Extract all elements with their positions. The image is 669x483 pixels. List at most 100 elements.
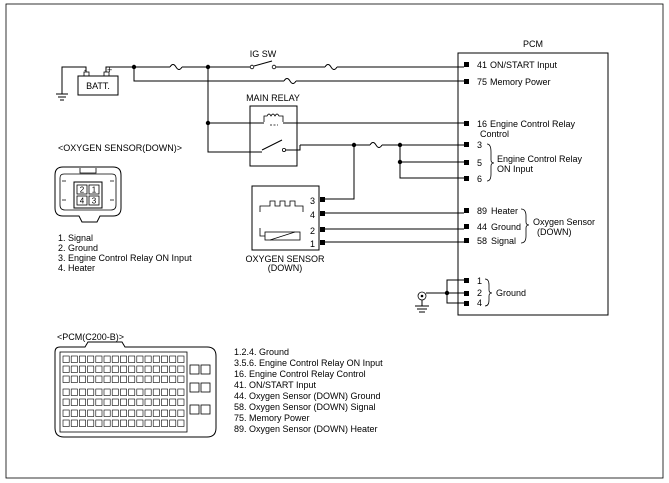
pcm-connector-pin-cell [95, 388, 103, 396]
pcm-pin-41-label: ON/START Input [490, 60, 558, 70]
battery-ground-wire [61, 66, 87, 94]
pcm-pin-75-num: 75 [477, 77, 487, 87]
pcm-connector-pin-cell [62, 409, 70, 417]
pcm-connector-pin-cell [87, 355, 95, 363]
o2-pin-2-stub [320, 227, 325, 232]
pcm-pin-41-stub [464, 62, 469, 67]
pcm-connector-pin-cell [95, 398, 103, 406]
pcm-pin-41-num: 41 [477, 60, 487, 70]
pcm-connector-pin-cell [128, 409, 136, 417]
pcm-connector-pin-cell [62, 365, 70, 373]
o2-connector-ribs [62, 180, 114, 201]
pcm-connector-pin-cell [62, 355, 70, 363]
pcm-pin-16-label-line2: Control [480, 129, 509, 139]
pcm-connector-pin-cell [87, 409, 95, 417]
o2-connector-pin-2: 2 [80, 186, 85, 195]
pcm-connector-pin-cell [79, 409, 86, 417]
pcm-connector-pin-cell [95, 365, 103, 373]
o2-pin-4-num: 4 [310, 210, 315, 220]
pcm-connector-pin-cell [87, 388, 95, 396]
pcm-connector-pin-cell [177, 365, 185, 373]
relay-output-wire-a [286, 145, 301, 151]
pcm-connector-pin-cell [128, 398, 136, 406]
relay-on-input-label-line1: Engine Control Relay [497, 154, 583, 164]
pcm-connector-pin-cell [111, 398, 119, 406]
o2-legend-1: 1. Signal [58, 233, 93, 243]
pcm-legend-8: 89. Oxygen Sensor (DOWN) Heater [234, 424, 378, 434]
o2-connector-pin-3: 3 [92, 197, 97, 206]
ig-sw-blade [253, 60, 273, 67]
pcm-connector-pin-cell [111, 409, 119, 417]
pcm-pin-75-stub [464, 79, 469, 84]
pcm-connector-pin-cell [128, 388, 136, 396]
o2-sensor-group-line1: Oxygen Sensor [533, 217, 595, 227]
pcm-connector-pin-cell [79, 355, 86, 363]
o2-connector-inner [59, 173, 117, 211]
pcm-connector-pin-cell [169, 375, 177, 383]
pcm-legend-6: 58. Oxygen Sensor (DOWN) Signal [234, 402, 376, 412]
pcm-pin-16-label: Engine Control Relay [490, 119, 576, 129]
pcm-legend-4: 41. ON/START Input [234, 380, 317, 390]
pcm-connector-pin-cell [128, 419, 136, 427]
pcm-connector-pin-cell [70, 388, 78, 396]
ig-sw-label: IG SW [250, 49, 277, 59]
ground-brace [484, 278, 493, 307]
pcm-pin-89-stub [464, 208, 469, 213]
pcm-pin-4-num: 4 [477, 298, 482, 308]
o2-sensor-component-box [251, 185, 320, 251]
fuse-4 [369, 142, 383, 148]
pcm-legend-1: 1.2.4. Ground [234, 347, 289, 357]
pcm-connector-pin-cell [169, 388, 177, 396]
pcm-connector-pin-cell [95, 355, 103, 363]
pcm-connector-title: <PCM(C200-B)> [57, 332, 124, 342]
ground-lug-center [420, 294, 424, 298]
pcm-connector-pin-cell [95, 375, 103, 383]
pcm-pin-6-stub [464, 176, 469, 181]
memory-power-wire-a [133, 67, 284, 82]
pcm-ground-bus [446, 279, 464, 304]
o2-legend-3: 3. Engine Control Relay ON Input [58, 253, 192, 263]
o2-connector-cell-1 [76, 184, 88, 195]
pcm-connector-key-1 [189, 364, 200, 375]
pcm-connector-pin-cell [161, 419, 168, 427]
battery-box [77, 75, 119, 96]
pcm-connector-pin-cell [144, 355, 152, 363]
pcm-connector-pin-cell [70, 419, 78, 427]
pcm-connector-pin-cell [152, 355, 160, 363]
pcm-legend-5: 44. Oxygen Sensor (DOWN) Ground [234, 391, 381, 401]
pcm-connector-pin-cell [177, 388, 185, 396]
o2-legend-4: 4. Heater [58, 263, 95, 273]
pcm-pin-58-stub [464, 238, 469, 243]
pcm-legend-2: 3.5.6. Engine Control Relay ON Input [234, 358, 383, 368]
pcm-connector-pin-cell [161, 365, 168, 373]
o2-connector-cell-3 [76, 195, 88, 206]
pcm-connector-pin-cell [70, 398, 78, 406]
pcm-connector-pin-cell [161, 355, 168, 363]
pcm-pin-44-num: 44 [477, 222, 487, 232]
diagram-frame [5, 3, 664, 479]
o2-sensor-group-line2: (DOWN) [537, 227, 572, 237]
o2-pin-1-num: 1 [310, 239, 315, 249]
pcm-connector-pin-cell [169, 398, 177, 406]
pcm-connector-pin-cell [62, 419, 70, 427]
pcm-connector-pin-cell [136, 365, 144, 373]
pcm-legend-7: 75. Memory Power [234, 413, 310, 423]
o2-pin-3-stub [320, 197, 325, 202]
pcm-connector-pin-cell [161, 398, 168, 406]
pcm-pin-75-label: Memory Power [490, 77, 551, 87]
sensing-element-slash [269, 231, 296, 241]
o2-connector-pin-4: 4 [80, 197, 85, 206]
pcm-connector-pin-cell [177, 398, 185, 406]
pcm-connector-pin-cell [136, 419, 144, 427]
pcm-connector-pin-cell [177, 375, 185, 383]
pcm-connector-pin-cell [79, 419, 86, 427]
pcm-connector-pin-cell [103, 398, 111, 406]
pcm-connector-pin-cell [103, 409, 111, 417]
pcm-pin-89-num: 89 [477, 206, 487, 216]
pcm-connector-pin-cell [70, 365, 78, 373]
heater-element-icon [259, 200, 304, 212]
pcm-pin-stubs [464, 62, 469, 306]
pcm-connector-pin-cell [120, 365, 127, 373]
